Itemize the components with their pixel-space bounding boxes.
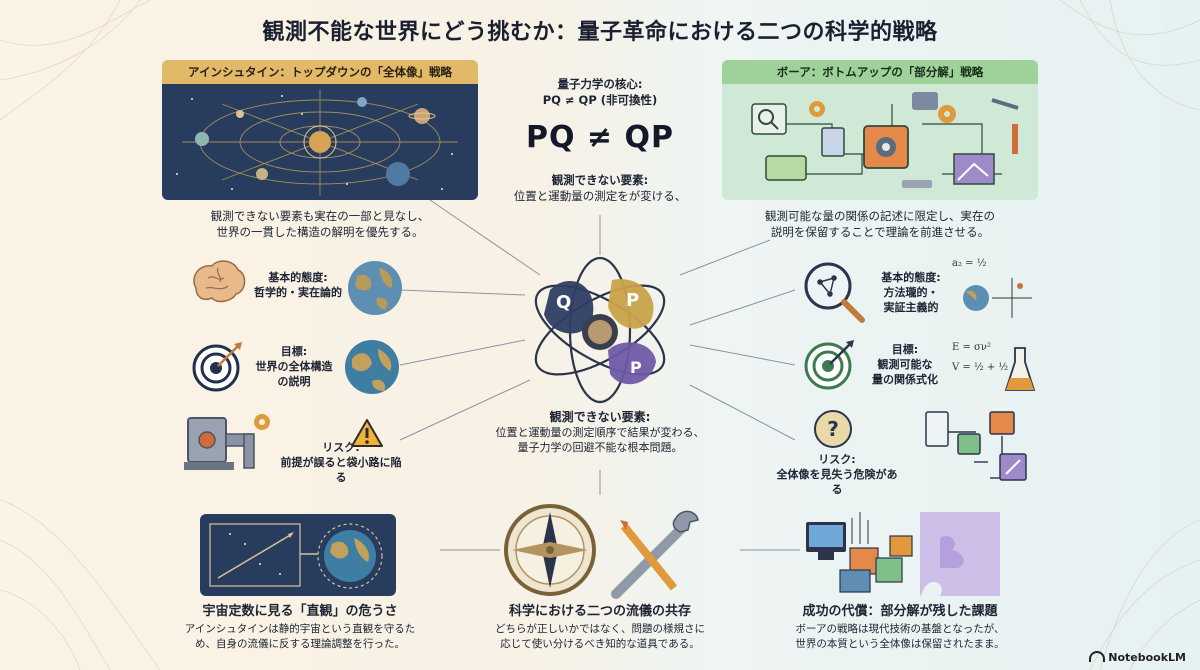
page-title: 観測不能な世界にどう挑むか：量子革命における二つの科学的戦略 — [262, 20, 938, 45]
einstein-goal-value-1: 世界の全体構造 — [255, 360, 333, 373]
center-bottom-note-1: 観測できない要素: — [549, 410, 651, 424]
formula-3: V = ½ + ½ — [952, 362, 1009, 373]
flowchart-icon — [925, 411, 1027, 481]
question-icon: ? — [814, 410, 852, 448]
bottom-center-desc-1: どちらが正しいかではなく、問題の様規さに — [495, 623, 705, 635]
bohr-risk-label: リスク: — [818, 453, 856, 466]
bottom-right-desc-1: ボーアの戦略は現代技術の基盤となったが、 — [795, 623, 1005, 635]
center-top-note-1: 観測できない要素: — [551, 173, 649, 187]
formula-1: a₂ = ½ — [952, 258, 987, 269]
bohr-banner: ボーア：ボトムアップの「部分解」戦略 — [722, 60, 1038, 84]
compass-wrench-illustration — [504, 504, 699, 599]
atom-label-p2: P — [630, 358, 642, 377]
einstein-goal-label: 目標: — [280, 345, 308, 358]
bohr-attitude-value-1: 方法瓏的・ — [883, 286, 939, 299]
bottom-right-title: 成功の代償：部分解が残した課題 — [802, 604, 998, 619]
globe-icon — [348, 261, 402, 315]
einstein-risk-value: 前提が誤ると袋小路に陥る — [280, 456, 402, 484]
puzzle-blocks-illustration — [806, 512, 1000, 596]
einstein-attitude-label: 基本的態度: — [268, 271, 328, 284]
einstein-risk: リスク: 前提が誤ると袋小路に陥る — [276, 440, 406, 485]
bohr-attitude: 基本的態度: 方法瓏的・ 実証主義的 — [866, 270, 956, 315]
formula-2: E = σν² — [952, 342, 991, 353]
bottom-left-desc: アインシュタインは静的宇宙という直観を守るた め、自身の流儀に反する理論調整を行… — [150, 622, 450, 652]
bottom-left-desc-1: アインシュタインは静的宇宙という直観を守るた — [184, 623, 416, 635]
einstein-banner: アインシュタイン：トップダウンの「全体像」戦略 — [162, 60, 478, 84]
atom-label-q: Q — [556, 292, 572, 313]
einstein-summary-line1: 観測できない要素も実在の一部と見なし、 — [210, 209, 430, 223]
bohr-circuit-illustration — [722, 84, 1038, 200]
einstein-cosmos-illustration — [162, 84, 478, 200]
brain-icon — [193, 260, 246, 303]
bohr-summary-line2: 説明を保留することで理論を前進させる。 — [770, 225, 990, 239]
bohr-attitude-label: 基本的態度: — [881, 271, 941, 284]
bohr-goal-label: 目標: — [891, 343, 919, 356]
bohr-attitude-value-2: 実証主義的 — [883, 301, 939, 314]
bottom-center-title: 科学における二つの流儀の共存 — [508, 604, 691, 619]
svg-text:?: ? — [827, 417, 839, 441]
cosmological-constant-illustration — [200, 514, 396, 596]
einstein-risk-label: リスク: — [322, 441, 360, 454]
q-orb — [544, 281, 594, 334]
einstein-attitude-value: 哲学的・実在論的 — [254, 286, 342, 299]
bottom-right-desc: ボーアの戦略は現代技術の基盤となったが、 世界の本質という全体像は保留されたまま… — [750, 622, 1050, 652]
bohr-risk: リスク: 全体像を見失う危険がある — [772, 452, 902, 497]
einstein-summary: 観測できない要素も実在の一部と見なし、 世界の一貫した構造の解明を優先する。 — [162, 208, 478, 240]
p-orb — [608, 279, 654, 329]
warning-icon — [351, 419, 383, 447]
globe-icon-2 — [345, 340, 399, 394]
bottom-center-desc: どちらが正しいかではなく、問題の様規さに 応じて使い分けるべき知的な道具である。 — [450, 622, 750, 652]
center-equation: PQ ≠ QP — [525, 120, 674, 155]
einstein-goal: 目標: 世界の全体構造 の説明 — [248, 344, 340, 389]
center-bottom-note-3: 量子力学の回避不能な根本問題。 — [517, 441, 683, 454]
notebooklm-icon — [1089, 651, 1106, 662]
target-icon — [192, 342, 242, 392]
magnifier-icon — [804, 262, 865, 323]
einstein-summary-line2: 世界の一貫した構造の解明を優先する。 — [216, 225, 424, 239]
target-icon-2 — [804, 340, 854, 390]
atom-diagram: Q P P — [520, 250, 680, 410]
einstein-goal-value-2: の説明 — [277, 375, 311, 388]
bottom-left-desc-2: め、自身の流儀に反する理論調整を行った。 — [195, 638, 405, 650]
bohr-goal: 目標: 観測可能な 量の関係式化 — [860, 342, 950, 387]
center-bottom-note: 観測できない要素: 位置と運動量の測定順序で結果が変わる、 量子力学の回避不能な… — [450, 410, 750, 455]
brand-name: NotebookLM — [1108, 651, 1186, 664]
bottom-right-desc-2: 世界の本質という全体像は保留されたまま。 — [795, 638, 1005, 650]
formula-sketch-1: a₂ = ½ — [952, 258, 1042, 328]
bohr-summary: 観測可能な量の関係の記述に限定し、実在の 説明を保留することで理論を前進させる。 — [722, 208, 1038, 240]
atom-label-p: P — [626, 290, 640, 311]
machine-icon — [184, 414, 270, 470]
center-bottom-note-2: 位置と運動量の測定順序で結果が変わる、 — [495, 426, 705, 439]
bohr-goal-value-1: 観測可能な — [877, 358, 933, 371]
brand-logo: NotebookLM — [1089, 651, 1186, 664]
bohr-goal-value-2: 量の関係式化 — [872, 373, 938, 386]
einstein-attitude: 基本的態度: 哲学的・実在論的 — [250, 270, 346, 300]
center-top-note: 観測できない要素: 位置と運動量の測定をが変ける、 — [480, 172, 720, 204]
bohr-summary-line1: 観測可能な量の関係の記述に限定し、実在の — [765, 209, 995, 223]
center-core-label: 量子力学の核心: PQ ≠ QP (非可換性) — [500, 76, 700, 108]
center-core-label-2: PQ ≠ QP (非可換性) — [542, 93, 658, 107]
flask-icon — [1004, 347, 1036, 391]
bottom-center-desc-2: 応じて使い分けるべき知的な道具である。 — [500, 638, 700, 650]
center-core-label-1: 量子力学の核心: — [557, 77, 643, 91]
bottom-left-title: 宇宙定数に見る「直観」の危うさ — [202, 604, 398, 619]
center-top-note-2: 位置と運動量の測定をが変ける、 — [513, 189, 687, 203]
bohr-risk-value: 全体像を見失う危険がある — [776, 468, 898, 496]
p2-orb — [608, 342, 656, 385]
formula-sketch-2: E = σν² V = ½ + ½ — [952, 338, 1032, 398]
